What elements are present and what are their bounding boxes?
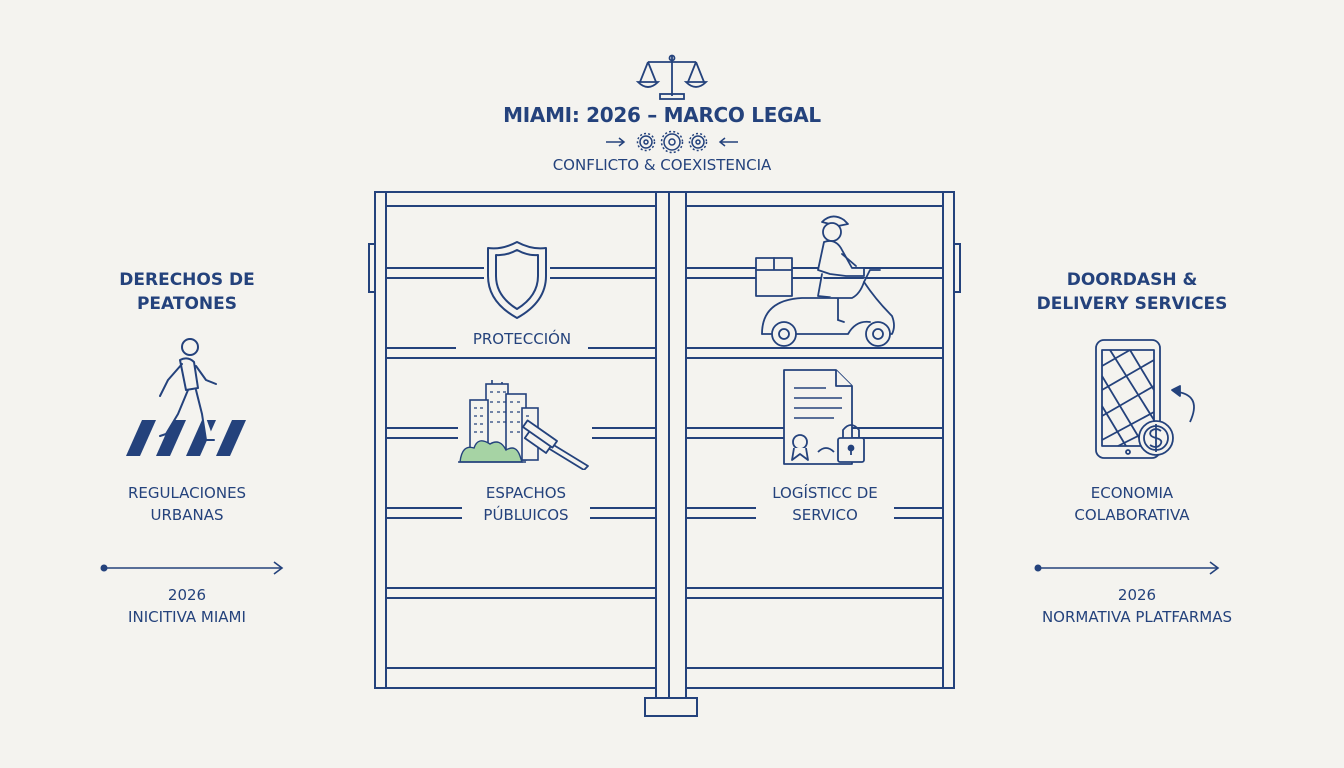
shield-icon [484, 241, 550, 319]
city-gavel-icon [458, 380, 592, 470]
page-subtitle: CONFLICTO & COEXISTENCIA [552, 156, 772, 174]
right-timeline-arrow [1038, 561, 1220, 575]
logistics-label: LOGÍSTICC DE SERVICO [756, 482, 894, 526]
left-caption: REGULACIONES URBANAS [127, 484, 247, 524]
balance-scales-icon [635, 54, 709, 100]
phone-map-payment-icon [1095, 339, 1195, 459]
right-heading: DOORDASH & DELIVERY SERVICES [1036, 270, 1228, 314]
left-heading: DERECHOS DE PEATONES [119, 270, 255, 314]
pedestrian-crosswalk-icon [126, 338, 246, 456]
right-caption: ECONOMIA COLABORATIVA [1074, 484, 1190, 524]
right-timeline-text: 2026 NORMATIVA PLATFARMAS [1041, 586, 1233, 626]
scooter-courier-icon [755, 215, 895, 347]
gears-icon [606, 130, 738, 154]
left-timeline-arrow [104, 561, 284, 575]
public-spaces-label: ESPACHOS PÚBLUICOS [462, 482, 590, 526]
page-title: MIAMI: 2026 – MARCO LEGAL [503, 103, 821, 127]
contract-lock-icon [783, 369, 865, 465]
protection-label: PROTECCIÓN [456, 328, 588, 350]
left-timeline-text: 2026 INICITIVA MIAMI [128, 586, 246, 626]
